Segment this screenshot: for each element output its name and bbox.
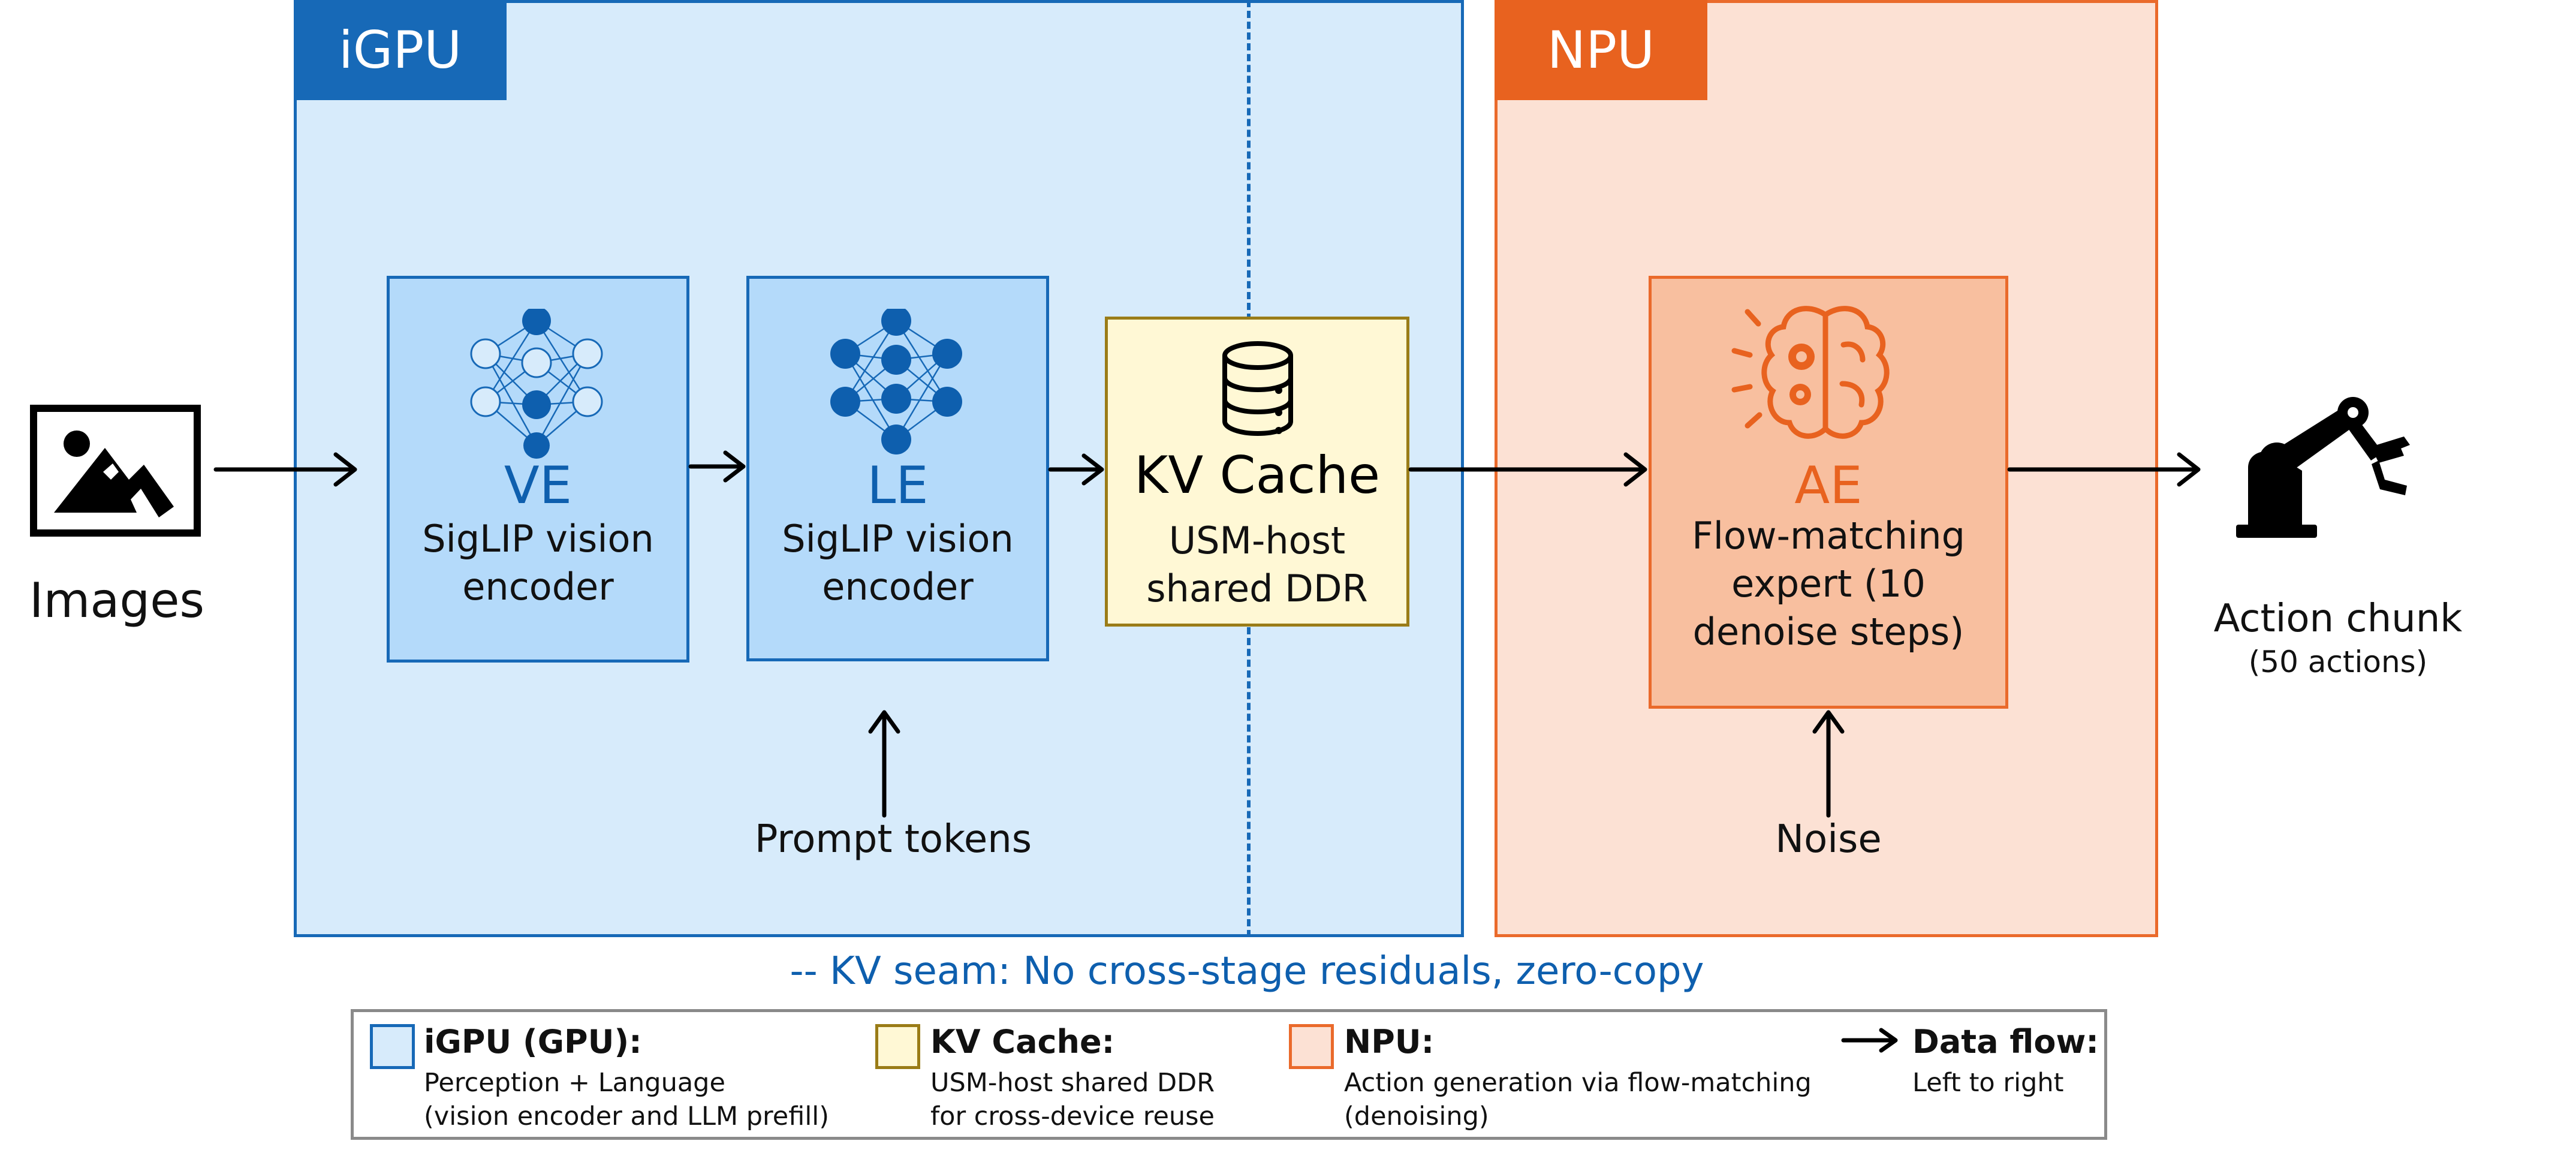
legend-kv-swatch	[875, 1024, 920, 1069]
igpu-region-label: iGPU	[294, 0, 507, 100]
prompt-tokens-label: Prompt tokens	[754, 817, 1032, 862]
image-icon	[30, 405, 201, 537]
legend-kv-line2: for cross-device reuse	[930, 1101, 1215, 1131]
legend-gpu-swatch	[370, 1024, 415, 1069]
legend-npu-line1: Action generation via flow-matching	[1344, 1068, 1812, 1098]
ae-abbr: AE	[1794, 456, 1863, 516]
legend-npu-title: NPU:	[1344, 1023, 1435, 1061]
kv-cache-title: KV Cache	[1134, 445, 1380, 505]
kv-cache-line1: USM-host	[1168, 519, 1346, 562]
legend: iGPU (GPU): Perception + Language (visio…	[351, 1009, 2107, 1140]
arrow-right-icon	[1840, 1025, 1900, 1055]
kv-cache-line2: shared DDR	[1146, 567, 1368, 610]
le-desc-line2: encoder	[822, 565, 974, 609]
action-chunk-sub: (50 actions)	[2248, 645, 2428, 679]
legend-gpu-line1: Perception + Language	[424, 1068, 725, 1098]
le-node: LE SigLIP vision encoder	[746, 276, 1049, 661]
kv-cache-node: KV Cache USM-host shared DDR	[1105, 317, 1409, 627]
legend-flow-line1: Left to right	[1912, 1068, 2064, 1098]
ae-desc-line3: denoise steps)	[1692, 610, 1965, 654]
ve-desc-line2: encoder	[462, 565, 614, 609]
ve-node: VE SigLIP vision encoder	[387, 276, 689, 663]
legend-kv-title: KV Cache:	[930, 1023, 1115, 1061]
ve-desc-line1: SigLIP vision	[422, 517, 654, 561]
legend-flow-title: Data flow:	[1912, 1023, 2099, 1061]
le-abbr: LE	[867, 456, 929, 516]
brain-gears-icon	[1730, 300, 1921, 453]
images-label: Images	[29, 573, 205, 628]
action-chunk-label: Action chunk	[2213, 597, 2463, 641]
kv-seam-caption: -- KV seam: No cross-stage residuals, ze…	[790, 949, 1704, 994]
ve-abbr: VE	[504, 456, 573, 516]
neural-network-icon	[462, 306, 620, 459]
robot-arm-icon	[2230, 390, 2446, 546]
database-icon	[1219, 338, 1297, 439]
le-desc-line1: SigLIP vision	[782, 517, 1014, 561]
ae-desc-line2: expert (10	[1731, 562, 1926, 606]
legend-npu-swatch	[1289, 1024, 1334, 1069]
legend-gpu-title: iGPU (GPU):	[424, 1023, 642, 1061]
ae-desc-line1: Flow-matching	[1692, 514, 1965, 558]
legend-gpu-line2: (vision encoder and LLM prefill)	[424, 1101, 829, 1131]
neural-network-icon	[821, 306, 980, 459]
npu-region-label: NPU	[1495, 0, 1707, 100]
legend-kv-line1: USM-host shared DDR	[930, 1068, 1215, 1098]
legend-npu-line2: (denoising)	[1344, 1101, 1489, 1131]
ae-node: AE Flow-matching expert (10 denoise step…	[1649, 276, 2008, 709]
noise-label: Noise	[1775, 817, 1882, 862]
